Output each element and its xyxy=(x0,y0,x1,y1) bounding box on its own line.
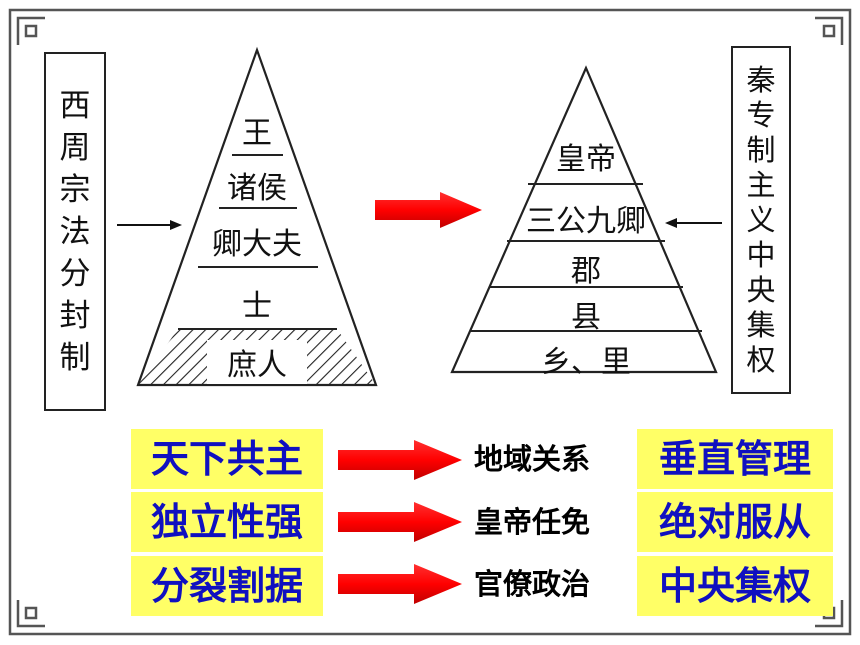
qin-trait-3: 中央集权 xyxy=(637,556,833,616)
zhou-char: 西 xyxy=(59,87,91,124)
qin-trait-1: 垂直管理 xyxy=(637,429,833,489)
qin-char: 主 xyxy=(746,167,776,202)
qin-trait-2: 绝对服从 xyxy=(637,492,833,552)
qin-feature-2: 皇帝任免 xyxy=(474,505,591,539)
pyramid-level-nobles: 诸侯 xyxy=(227,171,287,206)
pyramid-level-scholars: 士 xyxy=(242,289,272,324)
comparison-arrow-2 xyxy=(338,502,462,542)
pyramid-level-ministers: 卿大夫 xyxy=(212,227,302,262)
right-pointer-arrow xyxy=(665,218,722,228)
pyramid-level-commoners: 庶人 xyxy=(207,340,307,384)
qin-char: 秦 xyxy=(746,62,776,97)
qin-feature-1: 地域关系 xyxy=(474,442,591,476)
left-pyramid xyxy=(136,46,378,387)
qin-char: 专 xyxy=(746,97,776,132)
zhou-system-box: 西 周 宗 法 分 封 制 xyxy=(44,52,106,411)
comparison-arrow-1 xyxy=(338,440,462,480)
qin-feature-3: 官僚政治 xyxy=(474,567,591,601)
decorative-frame xyxy=(8,8,852,636)
qin-char: 制 xyxy=(746,132,776,167)
zhou-char: 法 xyxy=(59,213,91,250)
pyramid-level-prefecture: 郡 xyxy=(571,254,601,289)
pyramid-level-high-officials: 三公九卿 xyxy=(526,204,646,239)
comparison-arrow-3 xyxy=(338,564,462,604)
zhou-char: 分 xyxy=(59,255,91,292)
zhou-char: 周 xyxy=(59,129,91,166)
zhou-trait-3: 分裂割据 xyxy=(131,556,323,616)
qin-char: 集 xyxy=(746,307,776,342)
qin-system-box: 秦 专 制 主 义 中 央 集 权 xyxy=(731,46,791,394)
zhou-trait-1: 天下共主 xyxy=(131,429,323,489)
zhou-char: 封 xyxy=(59,297,91,334)
zhou-char: 宗 xyxy=(59,171,91,208)
qin-char: 中 xyxy=(746,237,776,272)
right-pyramid xyxy=(450,65,718,374)
zhou-trait-2: 独立性强 xyxy=(131,492,323,552)
qin-char: 义 xyxy=(746,202,776,237)
qin-char: 权 xyxy=(746,342,776,377)
pyramid-level-county: 县 xyxy=(571,300,601,335)
pyramid-level-village: 乡、里 xyxy=(541,345,631,380)
zhou-char: 制 xyxy=(59,339,91,376)
pyramid-level-emperor: 皇帝 xyxy=(556,142,616,177)
qin-char: 央 xyxy=(746,272,776,307)
left-pointer-arrow xyxy=(117,220,182,230)
main-transition-arrow xyxy=(375,192,482,228)
pyramid-level-king: 王 xyxy=(242,116,272,151)
